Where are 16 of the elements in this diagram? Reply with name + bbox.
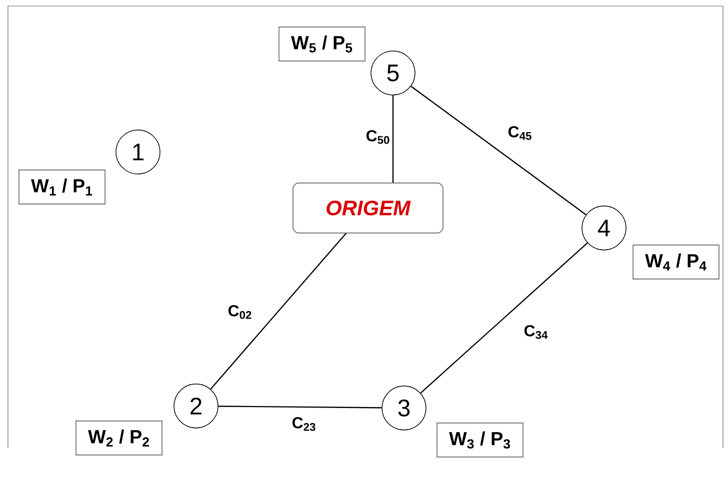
origin-box: ORIGEM (292, 182, 444, 234)
edge-label: C$_{45}$ (508, 126, 532, 140)
edge-label: C$_{34}$ (524, 325, 548, 339)
connector-line (210, 232, 346, 390)
label-box: W$_{5}$ / P$_{5}$ (278, 26, 366, 62)
label-box: W$_{4}$ / P$_{4}$ (632, 244, 720, 280)
label-box: W$_{3}$ / P$_{3}$ (436, 422, 524, 458)
connector-line (420, 242, 588, 394)
connector-line (218, 406, 382, 408)
edge-label: C$_{50}$ (366, 130, 390, 144)
label-box: W$_{1}$ / P$_{1}$ (18, 170, 106, 204)
edge-label: C$_{23}$ (292, 417, 316, 431)
edge-label: C$_{02}$ (228, 305, 252, 319)
label-box: W$_{2}$ / P$_{2}$ (76, 420, 162, 456)
connector-line (410, 86, 586, 216)
connector-line (392, 95, 394, 183)
